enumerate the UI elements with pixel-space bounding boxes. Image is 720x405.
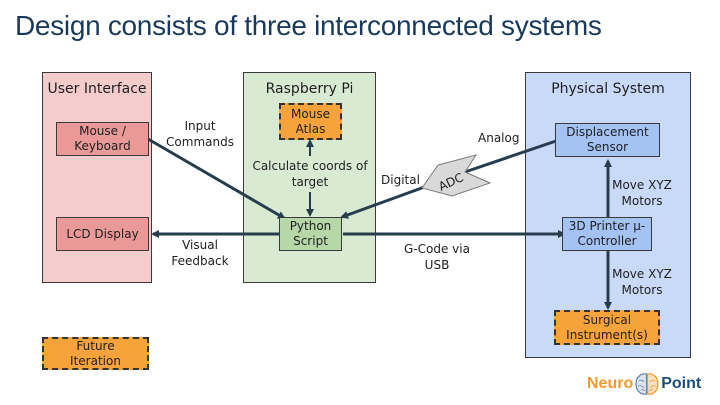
neuropoint-logo: Neuro Point bbox=[587, 372, 701, 396]
future-iteration-label: Future Iteration bbox=[70, 338, 121, 368]
arrow-digital bbox=[340, 183, 431, 219]
input-commands-label: Input Commands bbox=[166, 119, 234, 149]
slide-title: Design consists of three interconnected … bbox=[15, 10, 602, 41]
gcode-usb-label: G-Code via USB bbox=[404, 242, 470, 272]
analog-label: Analog bbox=[478, 131, 520, 145]
python-script-label: Python Script bbox=[289, 219, 332, 248]
raspberry-pi-title: Raspberry Pi bbox=[265, 81, 354, 97]
printer-controller-box: 3D Printer μ-Controller bbox=[562, 217, 652, 251]
move-xyz-up-label: Move XYZ Motors bbox=[612, 178, 672, 208]
move-xyz-down-label: Move XYZ Motors bbox=[612, 267, 672, 297]
arrow-analog bbox=[464, 139, 557, 174]
mouse-atlas-box: Mouse Atlas bbox=[279, 103, 342, 140]
displacement-sensor-label: Displacement Sensor bbox=[566, 125, 649, 154]
user-interface-title: User Interface bbox=[47, 81, 147, 97]
displacement-sensor-box: Displacement Sensor bbox=[555, 123, 660, 157]
physical-system-title: Physical System bbox=[551, 81, 665, 97]
surgical-instruments-box: Surgical Instrument(s) bbox=[554, 310, 660, 345]
mouse-keyboard-box: Mouse / Keyboard bbox=[56, 122, 149, 156]
surgical-instruments-label: Surgical Instrument(s) bbox=[566, 312, 648, 342]
logo-text-left: Neuro bbox=[587, 375, 634, 392]
mouse-atlas-label: Mouse Atlas bbox=[291, 106, 330, 136]
python-script-box: Python Script bbox=[279, 217, 342, 251]
logo-text-right: Point bbox=[661, 375, 702, 392]
lcd-display-label: LCD Display bbox=[66, 226, 139, 241]
lcd-display-box: LCD Display bbox=[56, 217, 149, 251]
calculate-coords-label: Calculate coords of target bbox=[246, 158, 374, 190]
arrow-input-commands bbox=[147, 137, 286, 220]
digital-label: Digital bbox=[381, 173, 420, 187]
future-iteration-legend: Future Iteration bbox=[42, 337, 149, 370]
printer-controller-label: 3D Printer μ-Controller bbox=[568, 219, 646, 248]
brain-icon bbox=[635, 373, 659, 395]
adc-shape bbox=[421, 154, 492, 197]
mouse-keyboard-label: Mouse / Keyboard bbox=[74, 124, 131, 153]
visual-feedback-label: Visual Feedback bbox=[171, 238, 229, 268]
